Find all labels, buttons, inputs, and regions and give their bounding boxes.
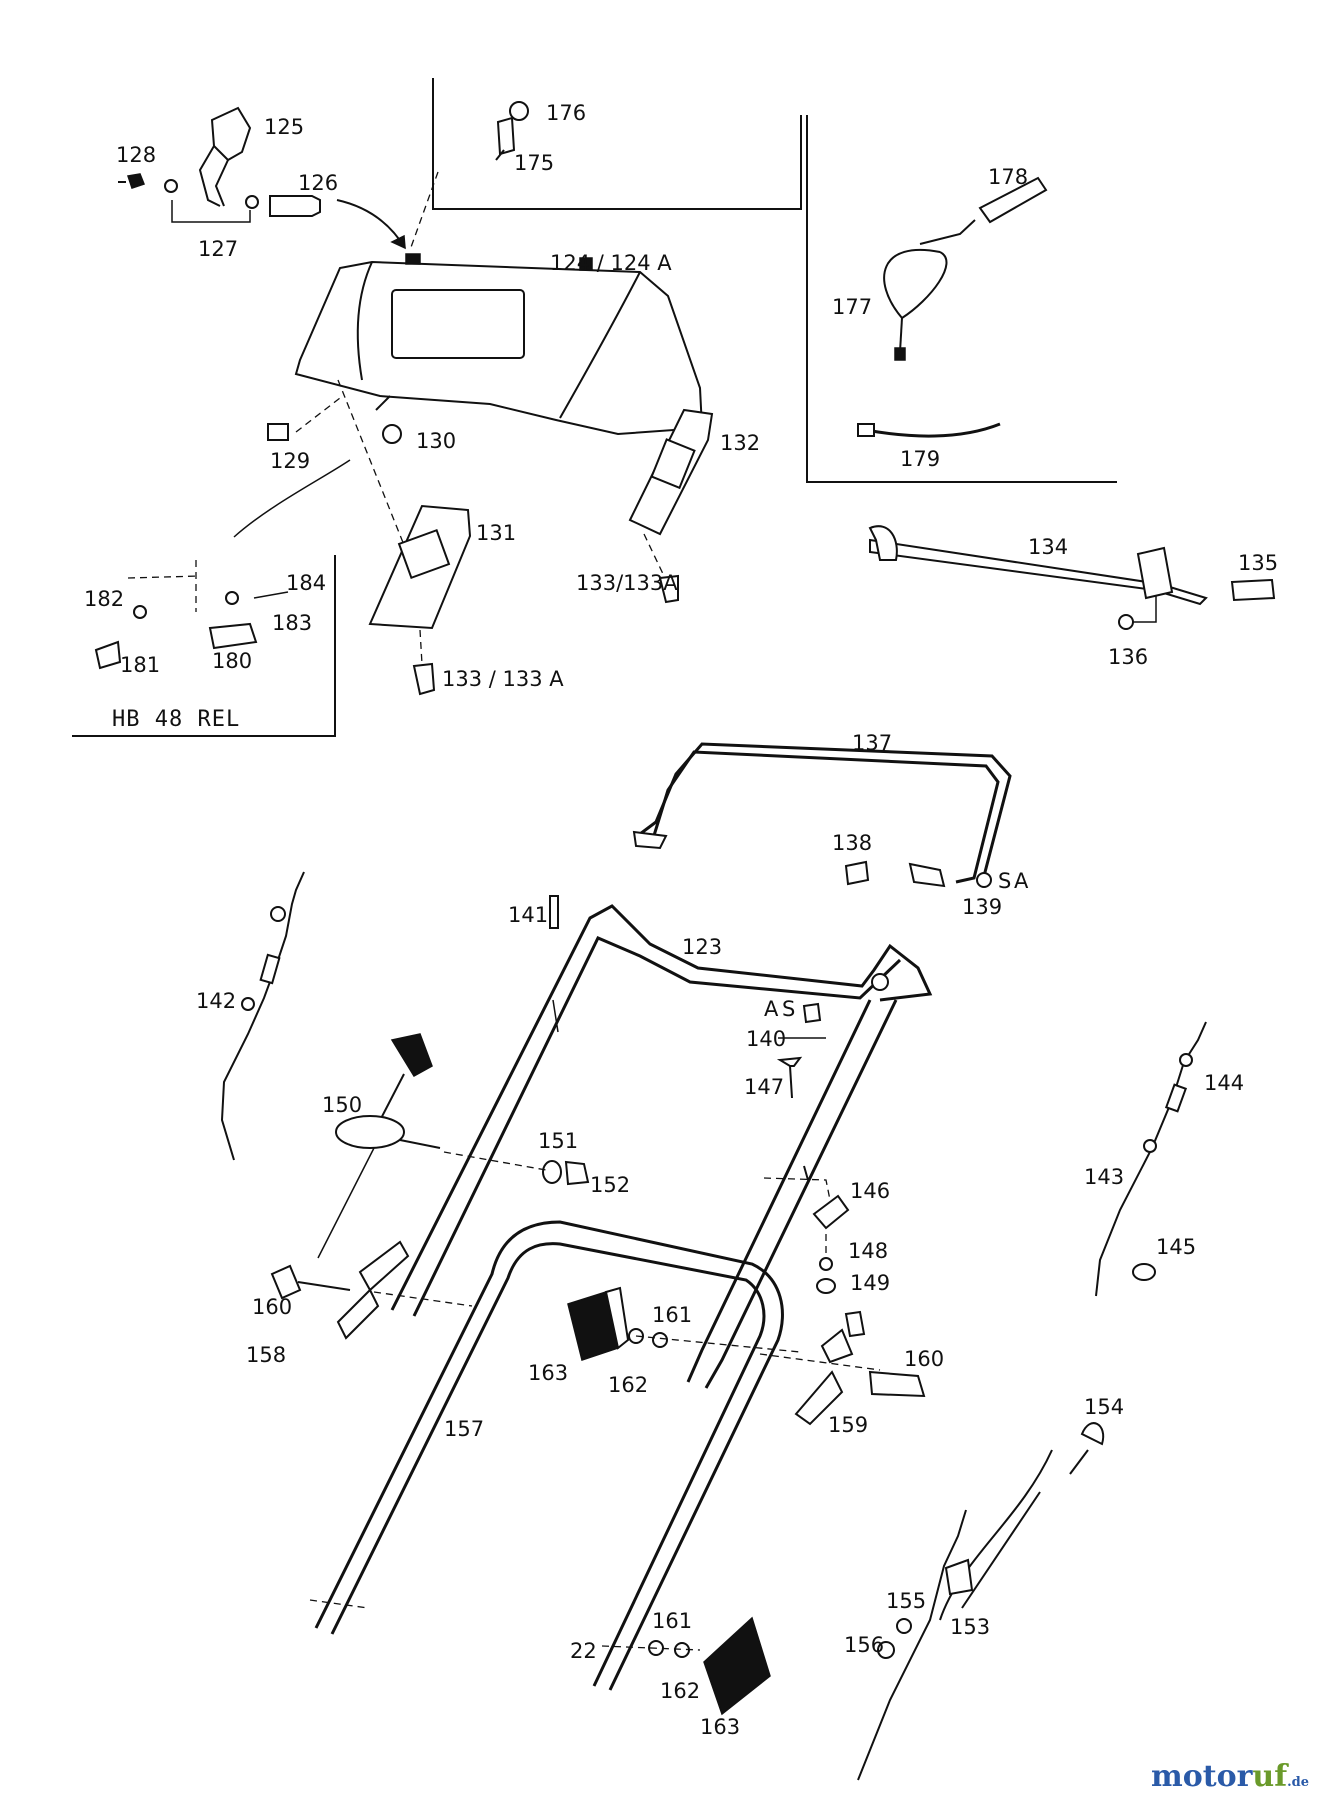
label-154: 154 <box>1084 1395 1124 1419</box>
label-123: 123 <box>682 935 722 959</box>
label-125: 125 <box>264 115 304 139</box>
label-126: 126 <box>298 171 338 195</box>
control-box <box>294 171 704 436</box>
label-133a: 133/133A <box>576 571 678 595</box>
label-131: 131 <box>476 521 516 545</box>
label-135: 135 <box>1238 551 1278 575</box>
connector-175-176 <box>495 101 529 161</box>
label-160b: 160 <box>904 1347 944 1371</box>
ref-a-s-a: A <box>764 997 779 1021</box>
label-140: 140 <box>746 1027 786 1051</box>
cable-142 <box>220 871 305 1161</box>
label-141: 141 <box>508 903 548 927</box>
label-132: 132 <box>720 431 760 455</box>
label-182: 182 <box>84 587 124 611</box>
label-138: 138 <box>832 831 872 855</box>
inset-parts <box>94 459 351 670</box>
label-139: 139 <box>962 895 1002 919</box>
label-145: 145 <box>1156 1235 1196 1259</box>
bracket-132 <box>628 408 714 604</box>
frame-lines <box>72 78 1117 737</box>
label-130: 130 <box>416 429 456 453</box>
label-161b: 161 <box>652 1609 692 1633</box>
bracket-146 <box>763 1165 850 1294</box>
label-127: 127 <box>198 237 238 261</box>
label-160a: 160 <box>252 1295 292 1319</box>
part-labels: 125 128 126 127 176 175 178 177 179 124 … <box>84 101 1278 1739</box>
label-147: 147 <box>744 1075 784 1099</box>
label-175: 175 <box>514 151 554 175</box>
cable-153 <box>857 1422 1105 1781</box>
washer-151-152 <box>443 1151 590 1186</box>
lever-150 <box>317 1033 441 1259</box>
label-162b: 162 <box>660 1679 700 1703</box>
label-158: 158 <box>246 1343 286 1367</box>
label-163b: 163 <box>700 1715 740 1739</box>
label-157: 157 <box>444 1417 484 1441</box>
ref-s-a-top-s: S <box>998 869 1011 893</box>
label-153: 153 <box>950 1615 990 1639</box>
label-176: 176 <box>546 101 586 125</box>
label-181: 181 <box>120 653 160 677</box>
watermark-brand: motor <box>1150 1759 1253 1794</box>
label-159: 159 <box>828 1413 868 1437</box>
handle-137 <box>632 742 1012 884</box>
knob-158 <box>270 1240 473 1340</box>
bolts-140-147 <box>776 1002 826 1099</box>
cable-143 <box>1095 1021 1207 1297</box>
knob-159 <box>759 1310 926 1426</box>
label-143: 143 <box>1084 1165 1124 1189</box>
ref-s-a-top-a: A <box>1014 869 1029 893</box>
label-124: 124 / 124 A <box>550 251 672 275</box>
watermark-logo: motoruf.de <box>1151 1759 1309 1794</box>
label-128: 128 <box>116 143 156 167</box>
handle-157 <box>309 1220 784 1691</box>
label-134: 134 <box>1028 535 1068 559</box>
label-183: 183 <box>272 611 312 635</box>
watermark-tld: .de <box>1287 1775 1309 1790</box>
label-144: 144 <box>1204 1071 1244 1095</box>
label-162a: 162 <box>608 1373 648 1397</box>
label-137: 137 <box>852 731 892 755</box>
label-180: 180 <box>212 649 252 673</box>
pads-163 <box>567 1286 801 1716</box>
label-156: 156 <box>844 1633 884 1657</box>
label-178: 178 <box>988 165 1028 189</box>
label-150: 150 <box>322 1093 362 1117</box>
label-136: 136 <box>1108 645 1148 669</box>
label-155: 155 <box>886 1589 926 1613</box>
handle-123 <box>390 895 933 1389</box>
small-parts-129-130 <box>267 379 407 551</box>
ref-a-s-s: S <box>782 997 795 1021</box>
label-149: 149 <box>850 1271 890 1295</box>
ref-22: 22 <box>570 1639 597 1663</box>
label-148: 148 <box>848 1239 888 1263</box>
label-151: 151 <box>538 1129 578 1153</box>
label-163a: 163 <box>528 1361 568 1385</box>
label-133b: 133 / 133 A <box>442 667 564 691</box>
bar-134 <box>868 525 1276 630</box>
inset-caption: HB 48 REL <box>112 707 240 732</box>
fasteners-138-139 <box>844 860 992 888</box>
cable-177-179 <box>857 176 1048 438</box>
watermark-brand2: uf <box>1252 1759 1288 1794</box>
label-161a: 161 <box>652 1303 692 1327</box>
lever-assembly <box>118 106 406 250</box>
label-177: 177 <box>832 295 872 319</box>
label-129: 129 <box>270 449 310 473</box>
label-142: 142 <box>196 989 236 1013</box>
bracket-131 <box>368 504 472 696</box>
label-179: 179 <box>900 447 940 471</box>
label-146: 146 <box>850 1179 890 1203</box>
label-152: 152 <box>590 1173 630 1197</box>
label-184: 184 <box>286 571 326 595</box>
